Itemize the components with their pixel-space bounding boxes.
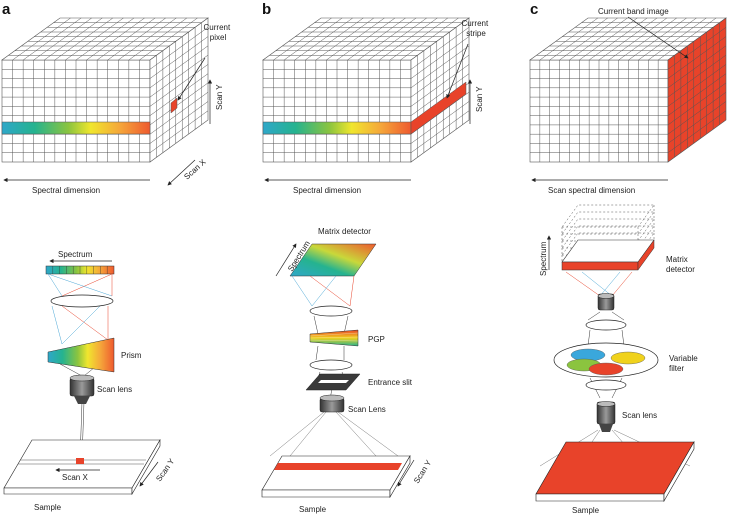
sample-pixel-a xyxy=(76,458,84,464)
pgp-label: PGP xyxy=(368,335,385,344)
scan-x-label-bottom-a: Scan X xyxy=(62,473,88,482)
matrix-detector-label-c-l1: Matrix xyxy=(666,255,688,264)
panel-b-letter: b xyxy=(262,1,271,18)
spectral-dimension-label-a: Spectral dimension xyxy=(32,186,100,195)
entrance-slit-label: Entrance slit xyxy=(368,378,413,387)
sample-b xyxy=(261,455,411,491)
matrix-detector-label-c-l2: detector xyxy=(666,265,695,274)
sample-label-a: Sample xyxy=(34,503,62,512)
scan-y-label-b: Scan Y xyxy=(475,86,484,112)
lens-b1 xyxy=(309,305,353,317)
scan-lens-label-b: Scan Lens xyxy=(348,405,386,414)
scan-y-label-bottom-a: Scan Y xyxy=(154,456,176,483)
sample-label-c: Sample xyxy=(572,506,600,515)
current-band-label: Current band image xyxy=(598,7,669,16)
sample-label-b: Sample xyxy=(299,505,327,514)
variable-filter-label-l2: filter xyxy=(669,364,684,373)
matrix-detector-b xyxy=(289,243,377,277)
current-stripe-label: Current stripe xyxy=(462,19,491,38)
prism-label: Prism xyxy=(121,351,142,360)
panel-b-cube xyxy=(262,17,470,163)
panel-c-cube xyxy=(529,17,727,163)
spectral-dimension-label-c: Scan spectral dimension xyxy=(548,186,635,195)
lens-b2 xyxy=(309,359,353,371)
panel-a-optics: Spectrum Prism Scan lens xyxy=(3,250,177,512)
scan-x-label-a: Scan X xyxy=(182,157,208,181)
matrix-detector-label-b: Matrix detector xyxy=(318,227,371,236)
panel-a-letter: a xyxy=(2,1,11,18)
scan-lens-label-a: Scan lens xyxy=(97,385,132,394)
scan-lens-label-c: Scan lens xyxy=(622,411,657,420)
scan-y-label-a: Scan Y xyxy=(215,84,224,110)
panel-c-optics: Spectrum Matrix detector Variable xyxy=(535,204,698,515)
filter-red xyxy=(588,362,624,376)
spectrum-label-a: Spectrum xyxy=(58,250,93,259)
panel-c-letter: c xyxy=(530,1,538,18)
spectral-dimension-label-b: Spectral dimension xyxy=(293,186,361,195)
filter-yellow xyxy=(610,351,646,365)
lens-c1 xyxy=(585,319,627,331)
current-pixel-marker xyxy=(170,97,178,114)
scan-y-label-bottom-b: Scan Y xyxy=(412,458,434,485)
pgp-element xyxy=(309,329,359,347)
panel-a-cube xyxy=(1,17,209,163)
lens-c2 xyxy=(585,379,627,391)
current-pixel-label: Current pixel xyxy=(204,23,233,42)
spectral-strip xyxy=(1,121,151,135)
panel-b-optics: Matrix detector Spectrum P xyxy=(261,227,434,514)
lens-a xyxy=(50,294,114,308)
prism xyxy=(47,337,115,373)
sample-stripe-b xyxy=(274,463,402,470)
spectrum-label-c: Spectrum xyxy=(539,241,548,276)
spectral-strip xyxy=(262,121,412,135)
variable-filter-label-l1: Variable xyxy=(669,354,698,363)
